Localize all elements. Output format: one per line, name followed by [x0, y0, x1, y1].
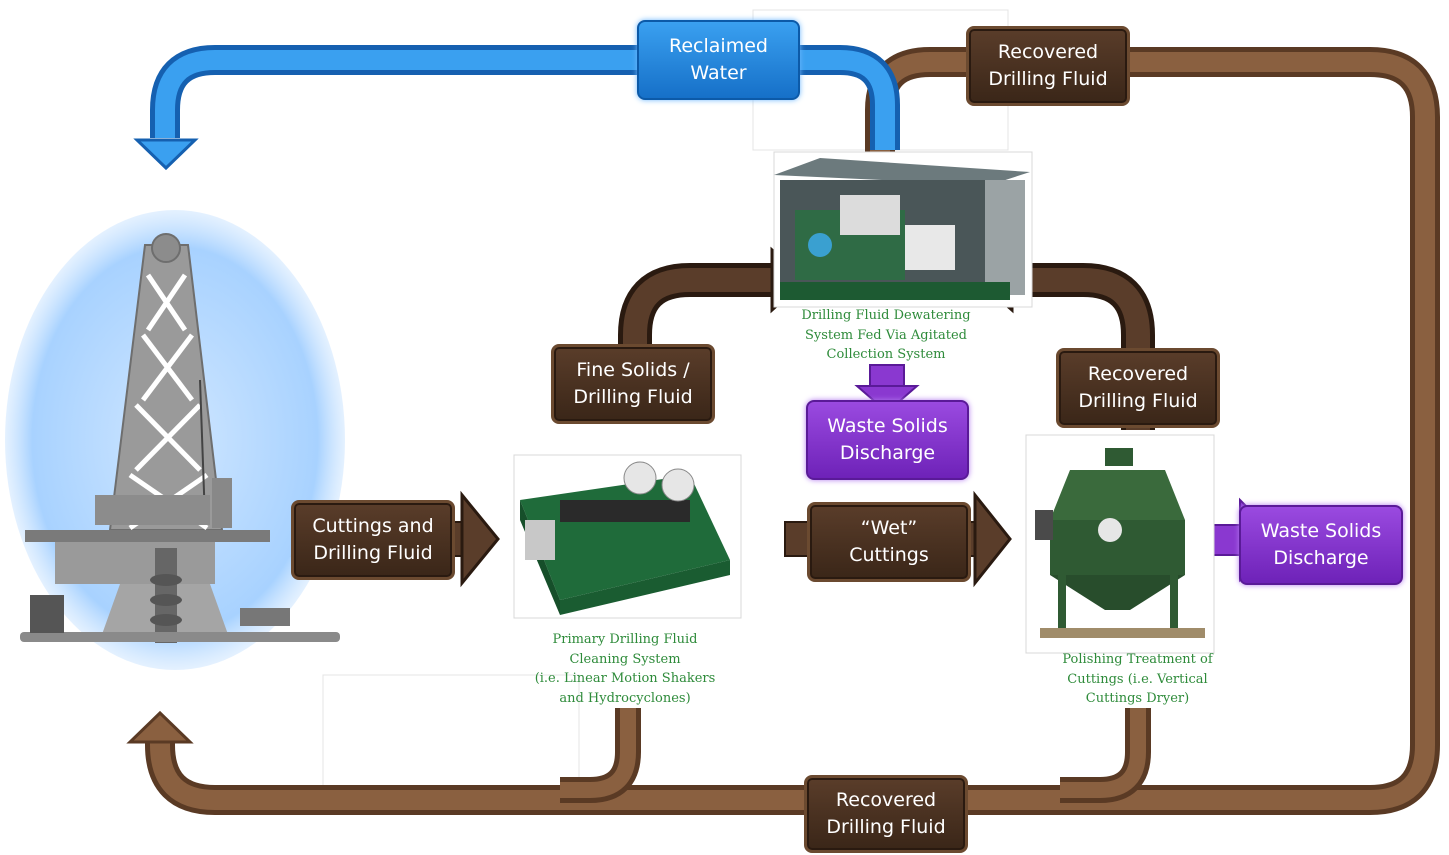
- caption-line: (i.e. Linear Motion Shakers: [534, 671, 716, 686]
- label-line: Recovered: [1087, 363, 1189, 385]
- recovered-fluid-top-label: Recovered Drilling Fluid: [966, 26, 1130, 106]
- label-line: Discharge: [839, 442, 936, 464]
- fine-solids-label: Fine Solids / Drilling Fluid: [551, 344, 715, 424]
- cuttings-dryer-photo: [1025, 434, 1215, 654]
- dryer-return-pipe-core: [1060, 708, 1146, 798]
- caption-line: Cuttings Dryer): [1085, 691, 1190, 706]
- label-line: Drilling Fluid: [313, 542, 433, 564]
- dewatering-unit-photo: [773, 151, 1033, 308]
- label-line: Waste Solids: [827, 415, 948, 437]
- cuttings-fluid-label: Cuttings and Drilling Fluid: [291, 500, 455, 580]
- caption-line: Drilling Fluid Dewatering: [801, 308, 971, 323]
- label-line: Cuttings: [849, 544, 929, 566]
- wet-cuttings-label: “Wet” Cuttings: [807, 502, 971, 582]
- dryer-recovered-pipe-core: [1005, 268, 1150, 430]
- fine-solids-pipe-core: [623, 268, 780, 420]
- primary-cleaning-caption: Primary Drilling Fluid Cleaning System (…: [520, 630, 730, 708]
- caption-line: Cleaning System: [569, 651, 681, 667]
- caption-line: Primary Drilling Fluid: [552, 632, 698, 647]
- label-line: Drilling Fluid: [988, 68, 1108, 90]
- return-loop-right-core: [960, 52, 1435, 810]
- caption-line: Collection System: [826, 347, 946, 362]
- cuttings-arrowhead: [460, 490, 500, 588]
- wet-cuttings-arrowhead: [973, 490, 1012, 588]
- label-line: Drilling Fluid: [573, 386, 693, 408]
- drilling-rig-icon: [5, 210, 345, 670]
- label-line: Drilling Fluid: [1078, 390, 1198, 412]
- label-line: Discharge: [1273, 547, 1369, 569]
- shaker-return-pipe-core: [560, 708, 636, 798]
- waste-solids-right-label: Waste Solids Discharge: [1239, 505, 1403, 585]
- label-line: Reclaimed: [669, 35, 768, 57]
- reclaimed-water-pipe-core: [155, 50, 895, 150]
- label-line: Fine Solids /: [576, 359, 690, 381]
- label-line: Water: [690, 62, 747, 84]
- polishing-caption: Polishing Treatment of Cuttings (i.e. Ve…: [1030, 650, 1245, 709]
- shaker-photo: [513, 454, 742, 619]
- caption-line: System Fed Via Agitated: [804, 327, 968, 343]
- waste-center-arrowhead: [854, 385, 920, 414]
- return-loop-bottom-core: [150, 740, 820, 810]
- label-line: Recovered: [835, 789, 937, 811]
- caption-line: and Hydrocyclones): [559, 690, 691, 706]
- label-line: Recovered: [997, 41, 1099, 63]
- caption-line: Cuttings (i.e. Vertical: [1067, 671, 1208, 687]
- label-line: Cuttings and: [312, 515, 434, 537]
- recovered-fluid-right-label: Recovered Drilling Fluid: [1056, 348, 1220, 428]
- label-line: Waste Solids: [1260, 520, 1382, 542]
- reclaimed-water-arrowhead: [133, 138, 199, 171]
- reclaimed-water-label: Reclaimed Water: [637, 20, 800, 100]
- waste-solids-center-label: Waste Solids Discharge: [806, 400, 969, 480]
- label-line: “Wet”: [860, 517, 918, 539]
- caption-line: Polishing Treatment of: [1062, 652, 1213, 667]
- recovered-fluid-bottom-label: Recovered Drilling Fluid: [804, 775, 968, 853]
- dewatering-caption: Drilling Fluid Dewatering System Fed Via…: [776, 306, 996, 365]
- label-line: Drilling Fluid: [826, 816, 946, 838]
- return-arrowhead: [126, 710, 194, 744]
